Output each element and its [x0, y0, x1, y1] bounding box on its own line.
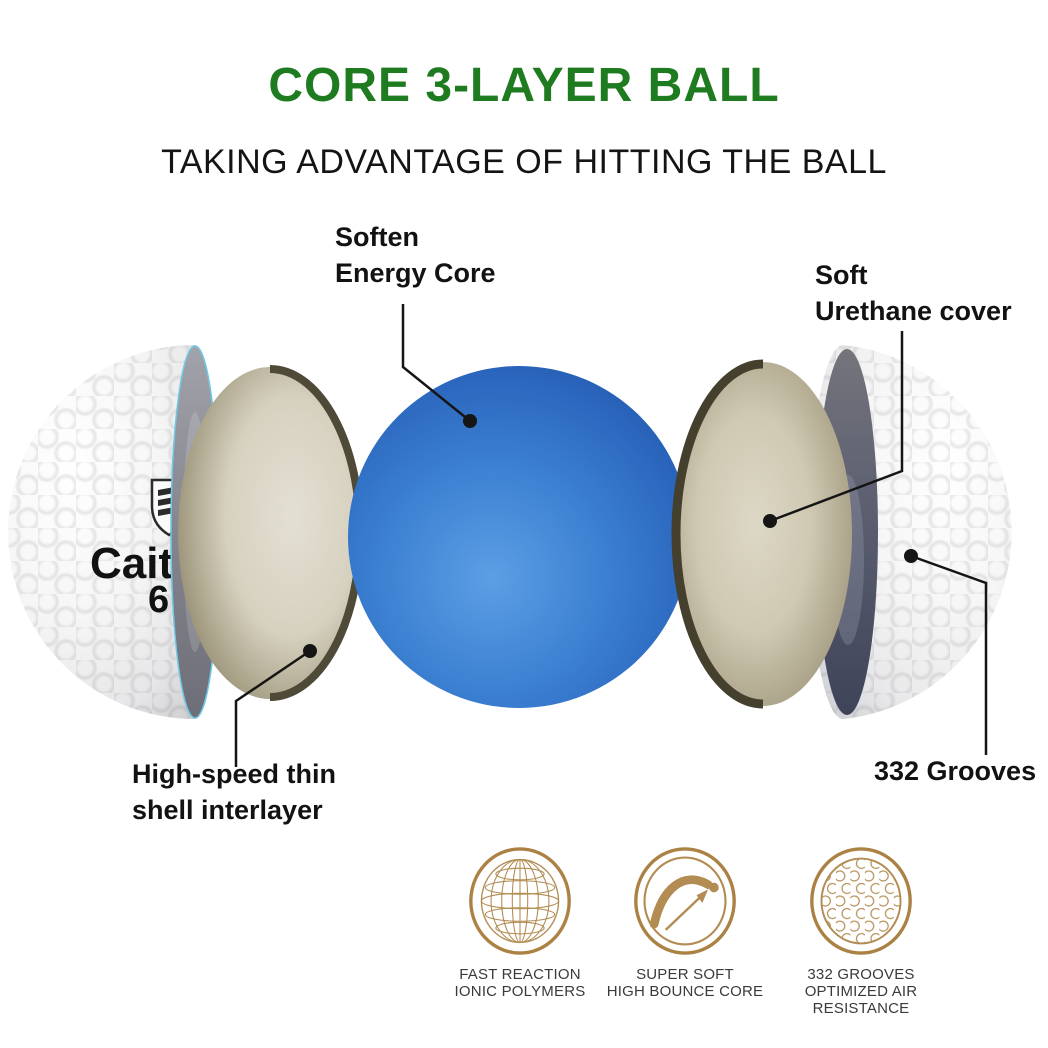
feature-caption-line: FAST REACTION	[459, 966, 581, 983]
energy-core-sphere	[348, 366, 690, 708]
callout-dot-grooves	[904, 549, 918, 563]
label-line: Energy Core	[335, 258, 496, 288]
feature-fast-reaction: FAST REACTION IONIC POLYMERS	[420, 844, 620, 1000]
page-subtitle: TAKING ADVANTAGE OF HITTING THE BALL	[161, 143, 887, 181]
callout-line-interlayer	[234, 649, 311, 767]
feature-caption: SUPER SOFT HIGH BOUNCE CORE	[585, 966, 785, 1000]
label-soften-energy-core: Soften Energy Core	[335, 219, 496, 291]
callout-dot-energy-core	[463, 414, 477, 428]
brand-name-text: Cait	[90, 539, 173, 588]
feature-332-grooves: 332 GROOVES OPTIMIZED AIR RESISTANCE	[761, 844, 961, 1017]
label-line: Soft	[815, 260, 868, 290]
callout-lines	[234, 304, 988, 767]
feature-caption: 332 GROOVES OPTIMIZED AIR RESISTANCE	[761, 966, 961, 1017]
feature-caption-line: HIGH BOUNCE CORE	[606, 983, 764, 1000]
label-line: 332 Grooves	[874, 756, 1037, 786]
interlayer-right-shell	[671, 359, 852, 709]
callout-dot-interlayer	[303, 644, 317, 658]
dimpled-ball-icon	[810, 847, 912, 955]
feature-caption: FAST REACTION IONIC POLYMERS	[420, 966, 620, 1000]
callout-line-urethane-cover	[769, 331, 904, 523]
label-line: High-speed thin	[132, 759, 336, 789]
feature-caption-line: IONIC POLYMERS	[454, 983, 586, 1000]
bounce-arc-icon	[634, 847, 736, 955]
label-line: Soften	[335, 222, 419, 252]
interlayer-left-shell	[178, 365, 364, 701]
feature-high-bounce: SUPER SOFT HIGH BOUNCE CORE	[585, 844, 785, 1000]
label-high-speed-interlayer: High-speed thin shell interlayer	[132, 756, 336, 828]
label-soft-urethane-cover: Soft Urethane cover	[815, 257, 1012, 329]
label-line: Urethane cover	[815, 296, 1012, 326]
label-line: shell interlayer	[132, 795, 323, 825]
feature-caption-line: OPTIMIZED AIR RESISTANCE	[804, 983, 918, 1017]
callout-line-grooves	[910, 554, 988, 755]
callout-dot-urethane-cover	[763, 514, 777, 528]
ball-number-text: 6	[148, 579, 169, 621]
feature-caption-line: 332 GROOVES	[807, 966, 915, 983]
feature-caption-line: SUPER SOFT	[636, 966, 734, 983]
page-title: CORE 3-LAYER BALL	[268, 59, 780, 112]
callout-line-energy-core	[401, 304, 471, 422]
label-332-grooves: 332 Grooves	[874, 753, 1036, 789]
wireframe-globe-icon	[469, 847, 571, 955]
